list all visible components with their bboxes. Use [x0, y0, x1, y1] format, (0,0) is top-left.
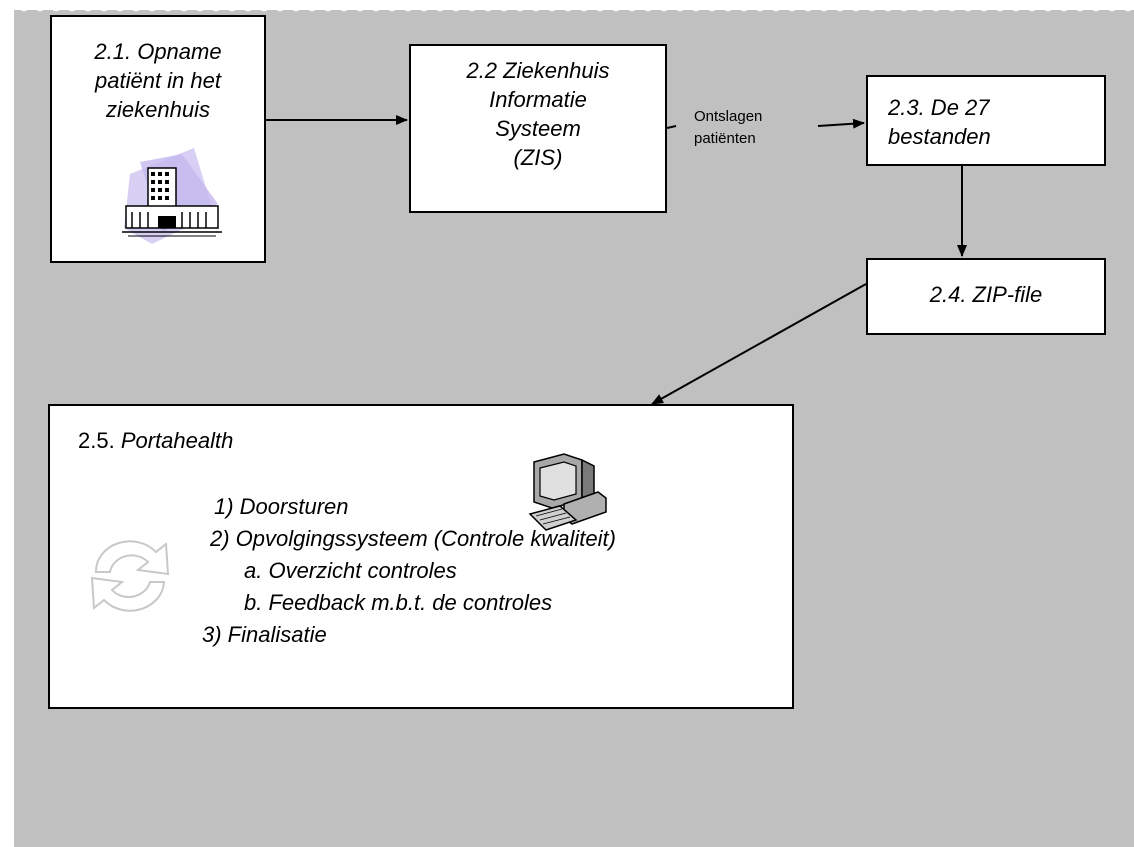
node-zis-line: (ZIS)	[513, 145, 563, 170]
edge-label-ontslagen: Ontslagen patiënten	[694, 106, 762, 150]
stamp-edge-left	[0, 0, 16, 847]
node-portahealth-title: 2.5. Portahealth	[78, 428, 233, 454]
node-opname-line: 2.1. Opname	[94, 39, 222, 64]
edge-label-line: Ontslagen	[694, 108, 763, 125]
portahealth-item: 1) Doorsturen	[214, 494, 349, 519]
node-bestanden: 2.3. De 27 bestanden	[866, 75, 1106, 166]
computer-icon	[528, 453, 607, 531]
arrow-label-to-bestanden	[817, 118, 865, 129]
hospital-icon	[122, 148, 222, 244]
arrow-zip-to-portahealth	[651, 283, 867, 405]
node-portahealth-number: 2.5.	[78, 428, 115, 453]
stamp-edge-top	[0, 0, 1134, 14]
line-zis-to-label	[666, 125, 677, 129]
node-portahealth: 2.5. Portahealth 1) Doorsturen 2) Opvolg…	[48, 404, 794, 709]
node-opname: 2.1. Opname patiënt in het ziekenhuis	[50, 15, 266, 263]
portahealth-item: a. Overzicht controles	[244, 558, 457, 583]
edge-label-line: patiënten	[694, 130, 756, 147]
node-zis-line: Systeem	[495, 116, 581, 141]
node-opname-line: patiënt in het	[95, 68, 221, 93]
node-portahealth-name: Portahealth	[120, 428, 234, 453]
node-zis: 2.2 Ziekenhuis Informatie Systeem (ZIS)	[409, 44, 667, 213]
portahealth-item: b. Feedback m.b.t. de controles	[244, 590, 553, 615]
node-bestanden-line: bestanden	[888, 124, 991, 149]
node-zis-line: Informatie	[489, 87, 587, 112]
node-zis-line: 2.2 Ziekenhuis	[466, 58, 610, 83]
node-bestanden-line: 2.3. De 27	[888, 95, 990, 120]
node-zip: 2.4. ZIP-file	[866, 258, 1106, 335]
portahealth-item: 2) Opvolgingssysteem (Controle kwaliteit…	[210, 526, 616, 551]
refresh-cycle-icon	[90, 540, 170, 612]
node-zip-label: 2.4. ZIP-file	[929, 282, 1043, 307]
node-opname-line: ziekenhuis	[106, 97, 210, 122]
portahealth-item: 3) Finalisatie	[202, 622, 327, 647]
